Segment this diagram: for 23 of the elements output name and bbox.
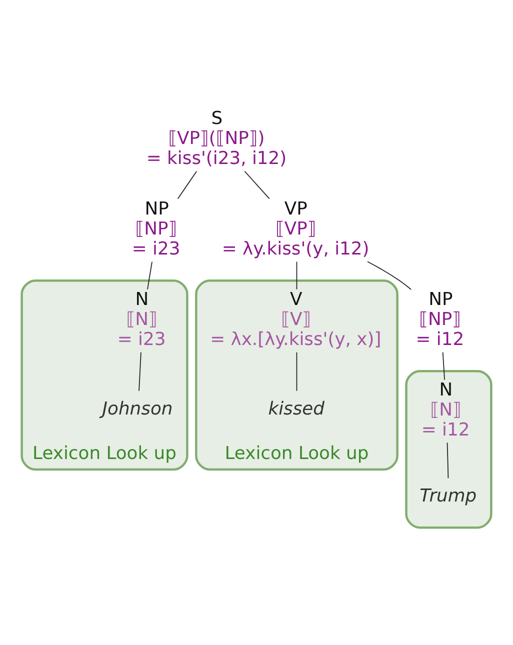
connector (367, 261, 412, 290)
cluster (20, 279, 188, 471)
node-text: N ⟦N⟧ = i23 (117, 288, 166, 350)
connector (147, 261, 152, 290)
cluster (195, 279, 398, 471)
node-text: NP ⟦NP⟧ = i12 (416, 288, 464, 350)
node-text: S ⟦VP⟧(⟦NP⟧) = kiss'(i23, i12) (146, 108, 287, 170)
node-label: Lexicon Look up (224, 443, 369, 464)
connector (296, 261, 298, 290)
node-label: Lexicon Look up (32, 443, 176, 464)
connector (446, 442, 449, 479)
connector (138, 352, 142, 392)
node-text: V ⟦V⟧ = λx.[λy.kiss'(y, x)] (210, 288, 382, 350)
node-text: NP ⟦NP⟧ = i23 (132, 198, 180, 260)
node-text: Trump (420, 486, 477, 507)
connector (177, 170, 198, 200)
node-text: VP ⟦VP⟧ = λy.kiss'(y, i12) (222, 198, 370, 260)
connector (244, 170, 270, 200)
node-text: N ⟦N⟧ = i12 (421, 379, 470, 441)
connector (296, 352, 298, 392)
node-text: kissed (268, 398, 325, 420)
connector (442, 352, 446, 380)
cluster (405, 370, 492, 529)
